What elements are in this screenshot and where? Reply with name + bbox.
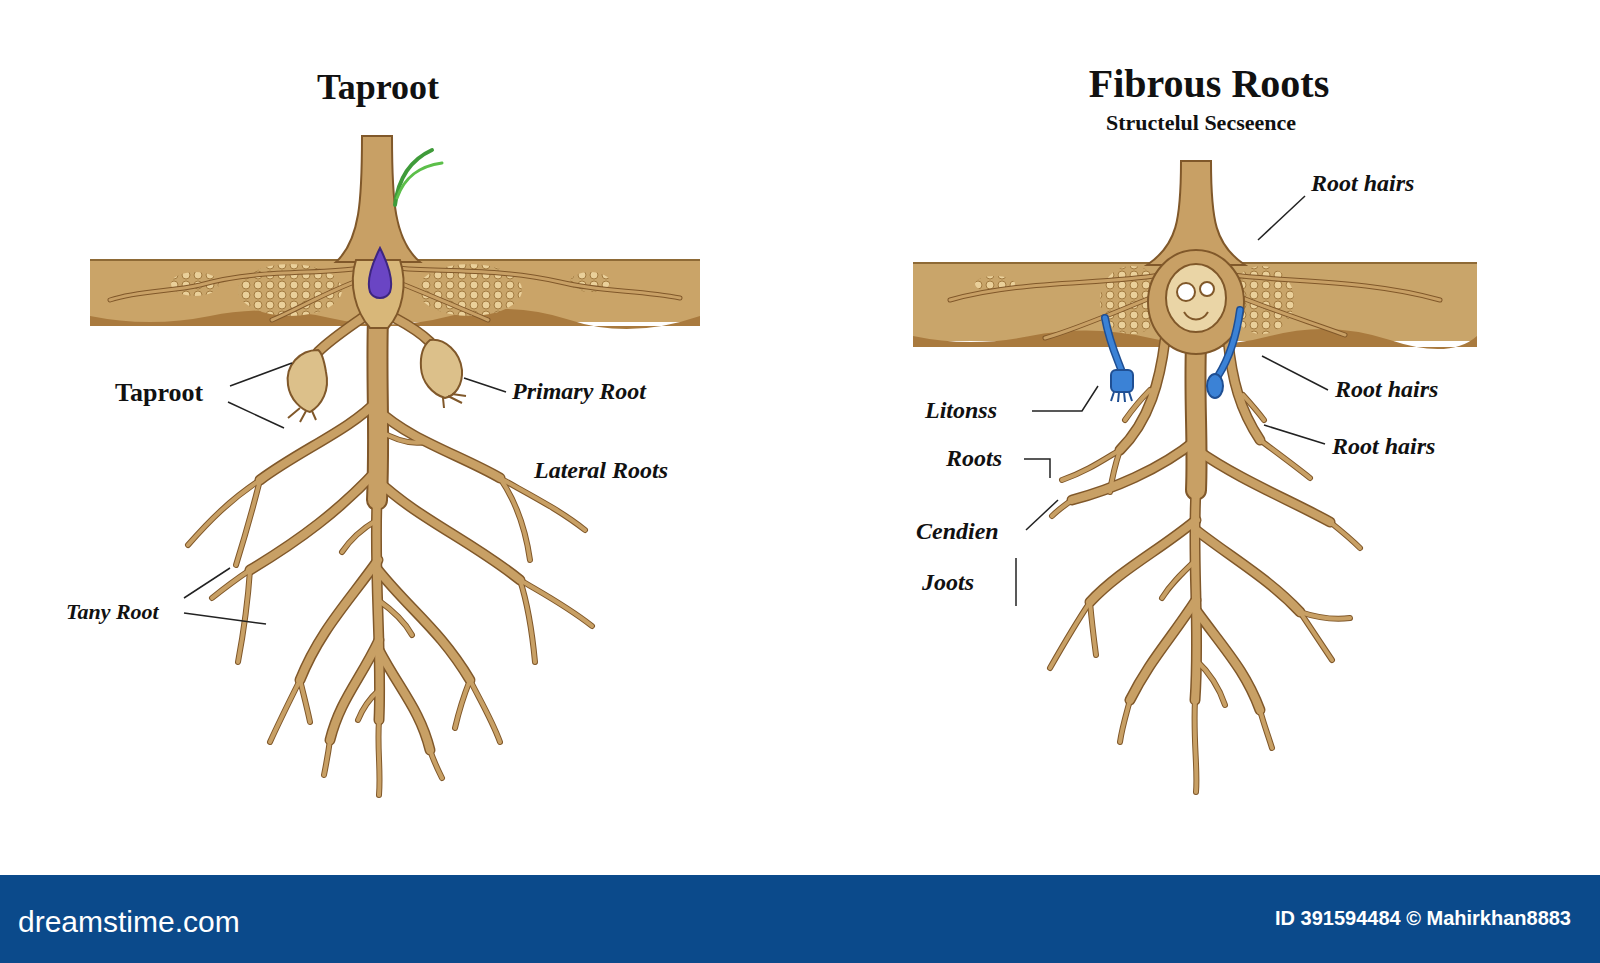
leader-line: [228, 402, 284, 428]
fibrous-plant: [1218, 310, 1240, 376]
fibrous-plant: [1195, 345, 1196, 490]
taproot-plant: [110, 136, 680, 795]
label-text: Tany Root: [66, 599, 159, 624]
taproot-plant: [443, 394, 466, 408]
fibrous-plant: [1105, 318, 1122, 372]
taproot-plant: [377, 318, 378, 500]
label-text: Root hairs: [1311, 170, 1414, 196]
fibrous-plant: [1200, 282, 1214, 296]
leader-line: [184, 568, 230, 598]
label-text: Litonss: [925, 397, 997, 423]
fibrous-plant: [1207, 374, 1223, 398]
leader-line: [1032, 386, 1098, 411]
taproot-plant: [421, 340, 462, 398]
fibrous-plant: [1184, 312, 1208, 320]
part-label: Joots: [922, 569, 974, 597]
fibrous-plant: [1105, 318, 1122, 372]
fibrous-plant: [1148, 250, 1244, 354]
part-label: Lateral Roots: [534, 457, 668, 485]
watermark-logo: dreamstime.com: [18, 905, 240, 940]
taproot-plant: [288, 350, 327, 412]
leader-line: [1024, 459, 1050, 478]
part-label: Tany Root: [66, 599, 159, 624]
image-credit: ID 391594484 © Mahirkhan8883: [1275, 907, 1571, 930]
taproot-plant: [250, 318, 520, 750]
fibrous-plant: [1072, 340, 1330, 710]
footer-bar: [0, 875, 1600, 963]
part-label: Primary Root: [512, 378, 646, 406]
soil-band: [90, 260, 700, 329]
taproot-plant: [377, 318, 378, 500]
label-text: Roots: [946, 445, 1002, 471]
leader-line: [184, 613, 266, 624]
label-text: Fibrous Roots: [1089, 61, 1329, 106]
fibrous-plant: [950, 161, 1440, 792]
part-label: Roots: [946, 445, 1002, 473]
label-text: Structelul Secseence: [1106, 110, 1296, 135]
part-label: Taproot: [115, 378, 203, 408]
soil-band: [913, 263, 1477, 341]
taproot-plant: [395, 150, 432, 205]
leader-line: [1262, 356, 1328, 390]
fibrous-plant: [1195, 345, 1196, 490]
taproot-plant: [250, 318, 520, 750]
fibrous-plant: [1177, 283, 1195, 301]
leader-line: [1015, 558, 1017, 606]
panel-heading: Taproot: [317, 67, 439, 108]
taproot-plant: [288, 408, 316, 422]
fibrous-plant: [1218, 310, 1240, 376]
label-text: Primary Root: [512, 378, 646, 404]
panel-heading: Fibrous Roots: [1089, 61, 1329, 107]
label-text: Root hairs: [1335, 376, 1438, 402]
taproot-plant: [188, 430, 592, 795]
leader-line: [230, 363, 292, 386]
label-text: ID 391594484 © Mahirkhan8883: [1275, 907, 1571, 929]
panel-subheading: Structelul Secseence: [1106, 110, 1296, 135]
label-text: Cendien: [916, 518, 999, 544]
label-text: Taproot: [317, 67, 439, 107]
taproot-plant: [369, 248, 392, 298]
fibrous-plant: [1111, 392, 1132, 402]
part-label: Root hairs: [1311, 170, 1414, 198]
part-label: Root hairs: [1335, 376, 1438, 404]
part-label: Cendien: [916, 518, 999, 546]
part-label: Litonss: [925, 397, 997, 425]
label-text: dreamstime.com: [18, 905, 240, 938]
fibrous-plant: [1166, 264, 1226, 332]
taproot-plant: [336, 136, 420, 262]
leader-line: [1264, 425, 1325, 444]
leader-line: [464, 378, 506, 392]
label-text: Taproot: [115, 378, 203, 407]
label-text: Lateral Roots: [534, 457, 668, 483]
fibrous-plant: [1072, 340, 1330, 710]
leader-line: [1258, 196, 1305, 240]
part-label: Root hairs: [1332, 433, 1435, 461]
label-text: Root hairs: [1332, 433, 1435, 459]
fibrous-plant: [1111, 370, 1133, 392]
taproot-plant: [397, 163, 442, 198]
leader-line: [184, 196, 1328, 624]
label-text: Joots: [922, 569, 974, 595]
leader-line: [1026, 500, 1058, 530]
